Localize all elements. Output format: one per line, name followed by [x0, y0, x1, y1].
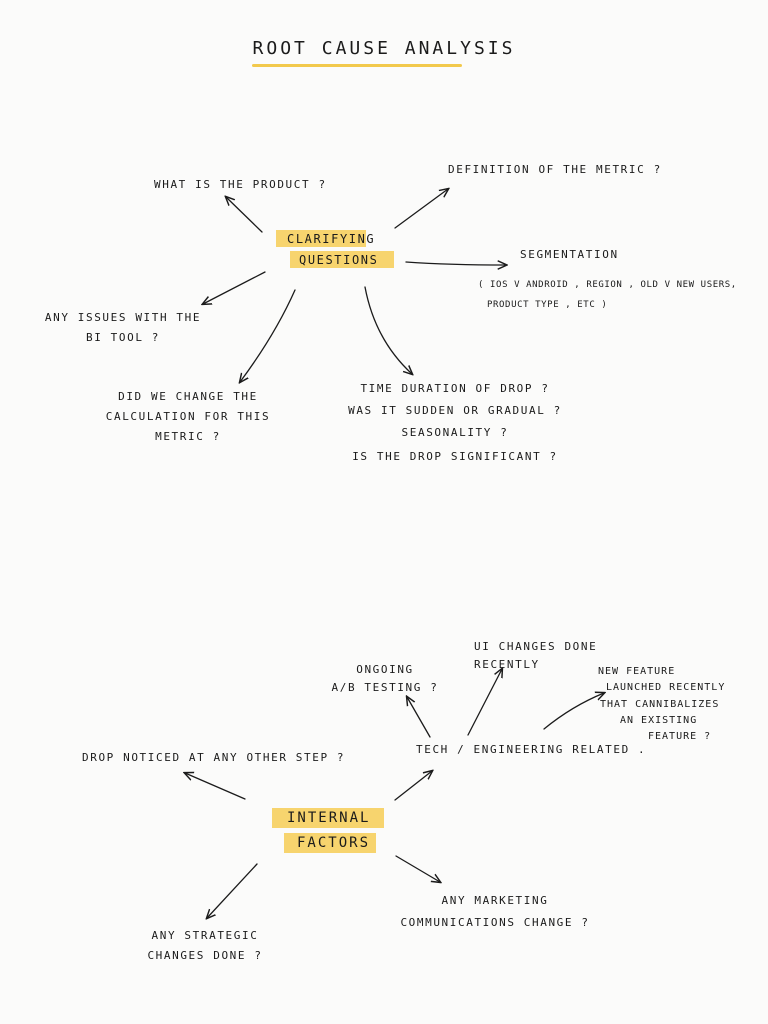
node-calculation-3: METRIC ? — [155, 430, 221, 443]
arrow-to-marketing — [395, 855, 440, 882]
node-marketing-1: ANY MARKETING — [441, 894, 549, 907]
node-calculation-1: DID WE CHANGE THE — [118, 390, 258, 403]
node-product: WHAT IS THE PRODUCT ? — [154, 178, 327, 191]
arrow-to-ui-changes — [467, 669, 502, 736]
node-segmentation-detail-1: ( IOS v ANDROID , REGION , OLD v NEW USE… — [478, 280, 737, 290]
node-new-feature-3: THAT CANNIBALIZES — [600, 699, 720, 710]
hub-highlight-internal-2 — [284, 833, 376, 853]
node-strategic-2: CHANGES DONE ? — [147, 949, 263, 962]
hub-highlight-clarifying-1 — [276, 230, 366, 247]
node-duration-2: WAS IT SUDDEN OR GRADUAL ? — [348, 404, 562, 417]
node-definition: DEFINITION OF THE METRIC ? — [448, 163, 662, 176]
arrow-to-duration — [364, 286, 412, 374]
node-bi-tool-1: ANY ISSUES WITH THE — [44, 311, 202, 324]
arrow-to-definition — [394, 189, 448, 229]
arrow-to-other-step — [185, 773, 246, 800]
node-new-feature-2: LAUNCHED RECENTLY — [606, 682, 726, 693]
node-tech: TECH / ENGINEERING RELATED . — [416, 743, 647, 756]
node-ui-changes-1: UI CHANGES DONE — [474, 640, 598, 653]
hub-clarifying-line2: QUESTIONS — [299, 253, 379, 267]
arrow-to-product — [226, 197, 263, 233]
node-duration-4: IS THE DROP SIGNIFICANT ? — [352, 450, 558, 463]
node-ui-changes-2: RECENTLY — [474, 658, 540, 671]
arrow-to-calculation — [240, 289, 296, 382]
arrow-to-tech — [394, 771, 432, 801]
node-new-feature-1: NEW FEATURE — [598, 666, 676, 677]
hub-highlight-internal-1 — [272, 808, 384, 828]
title-underline — [252, 64, 462, 67]
node-new-feature-5: FEATURE ? — [648, 731, 712, 742]
node-strategic-1: ANY STRATEGIC — [151, 929, 259, 942]
arrow-to-bi-tool — [203, 271, 266, 304]
hub-internal-line2: FACTORS — [297, 835, 371, 851]
arrow-to-strategic — [207, 863, 258, 918]
node-ab-testing-1: ONGOING — [356, 663, 414, 676]
node-other-step: DROP NOTICED AT ANY OTHER STEP ? — [82, 751, 346, 764]
arrow-to-segmentation — [405, 262, 506, 265]
arrow-to-ab-testing — [407, 697, 431, 738]
node-new-feature-4: AN EXISTING — [620, 715, 698, 726]
node-segmentation-detail-2: PRODUCT TYPE , ETC ) — [487, 300, 608, 310]
hub-highlight-clarifying-2 — [290, 251, 394, 268]
node-bi-tool-2: BI TOOL ? — [85, 331, 160, 344]
node-calculation-2: CALCULATION FOR THIS — [105, 410, 271, 423]
node-segmentation-title: SEGMENTATION — [520, 248, 619, 261]
node-duration-3: SEASONALITY ? — [401, 426, 509, 439]
hub-internal-line1: INTERNAL — [287, 810, 371, 826]
node-marketing-2: COMMUNICATIONS CHANGE ? — [400, 916, 590, 929]
page-title: ROOT CAUSE ANALYSIS — [252, 38, 516, 59]
node-duration-1: TIME DURATION OF DROP ? — [360, 382, 550, 395]
node-ab-testing-2: A/B TESTING ? — [331, 681, 439, 694]
arrow-to-new-feature — [543, 693, 604, 730]
hub-clarifying-line1: CLARIFYING — [287, 232, 376, 246]
